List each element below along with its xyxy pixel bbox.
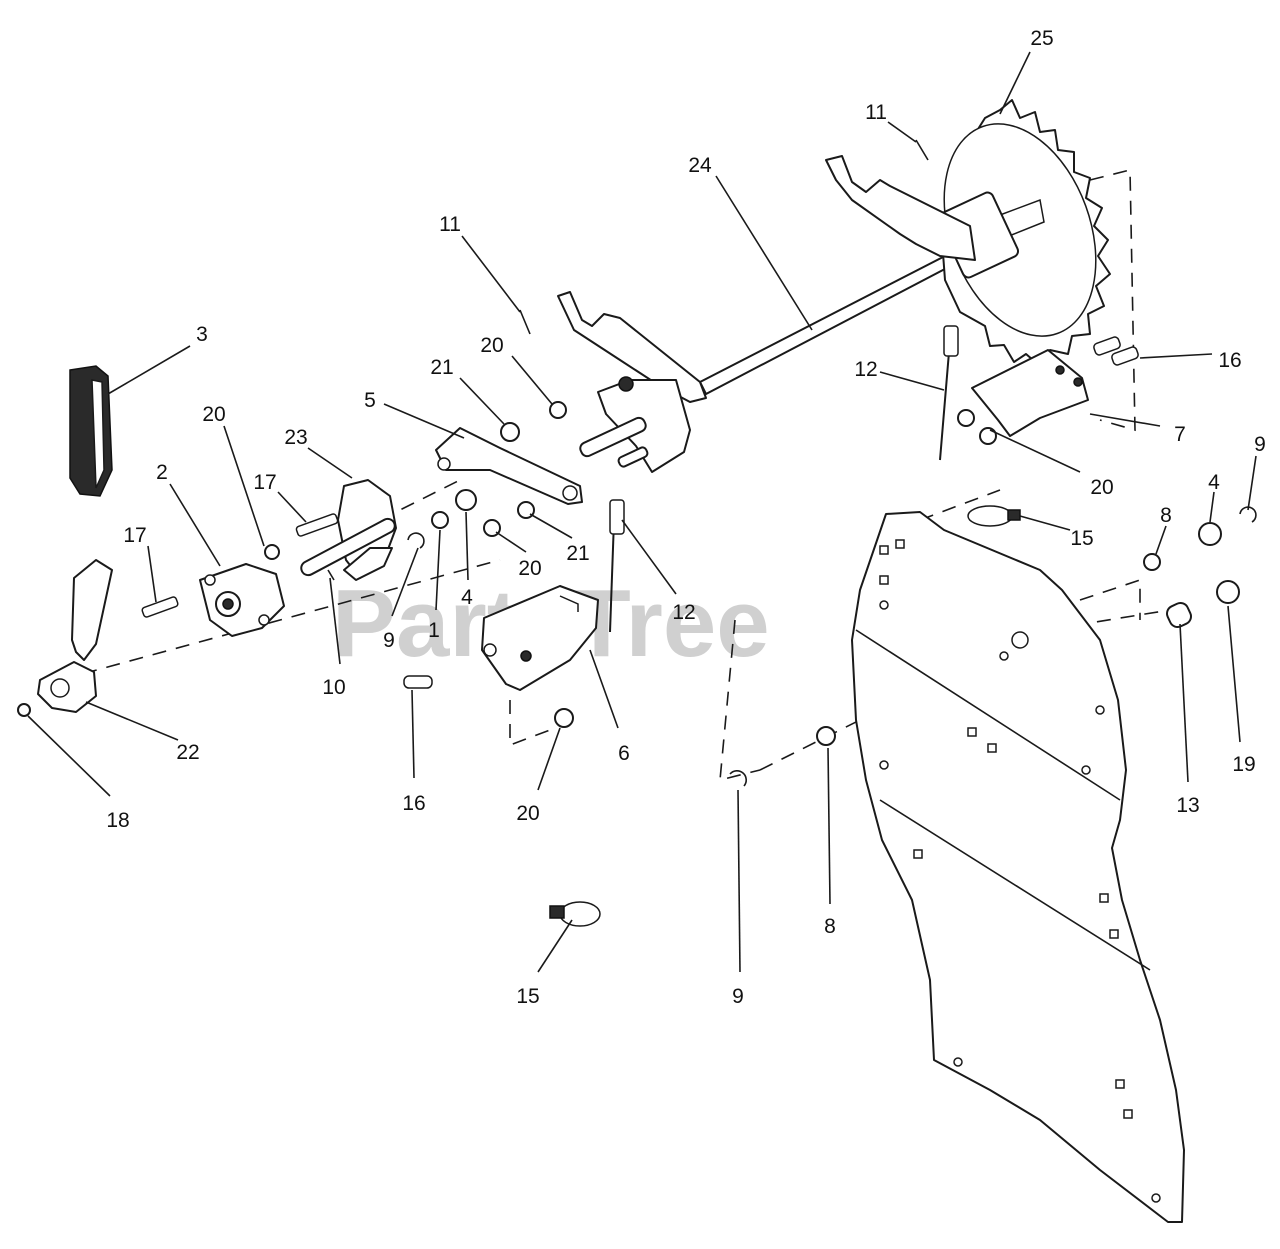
callout-c20e: 20 <box>516 802 539 825</box>
grip-part-3 <box>69 365 113 497</box>
side-panel <box>851 511 1185 1223</box>
callout-c18: 18 <box>106 809 129 832</box>
callout-c15a: 15 <box>1070 527 1093 550</box>
bracket-right <box>825 155 976 261</box>
callout-c20b: 20 <box>202 403 225 426</box>
callout-c12b: 12 <box>672 601 695 624</box>
callout-c21b: 21 <box>566 542 589 565</box>
callout-c19: 19 <box>1232 753 1255 776</box>
callout-c7: 7 <box>1174 423 1186 446</box>
callout-c21a: 21 <box>430 356 453 379</box>
plate-part-7 <box>971 349 1089 437</box>
plate-center <box>579 376 691 473</box>
cables-part-12 <box>609 325 959 633</box>
bracket-part-6 <box>481 585 599 691</box>
callout-c9c: 9 <box>732 985 744 1008</box>
bearing-flange-part-2 <box>199 563 285 637</box>
callout-c9a: 9 <box>1254 433 1266 456</box>
callout-c24: 24 <box>688 154 712 177</box>
callout-c16b: 16 <box>402 792 425 815</box>
callout-c8a: 8 <box>1160 504 1172 527</box>
callout-c8b: 8 <box>824 915 836 938</box>
leader-lines <box>27 51 1257 973</box>
callout-c10: 10 <box>322 676 345 699</box>
hardware <box>17 139 1257 927</box>
callout-c13: 13 <box>1176 794 1199 817</box>
callout-c2: 2 <box>156 461 168 484</box>
bracket-center <box>557 291 707 403</box>
callout-c3: 3 <box>196 323 208 346</box>
linkage-part-5 <box>435 427 583 505</box>
callout-c17b: 17 <box>123 524 146 547</box>
callout-c12a: 12 <box>854 358 877 381</box>
callout-c25: 25 <box>1030 27 1053 50</box>
callout-c6: 6 <box>618 742 630 765</box>
shaft-part-24 <box>698 236 987 396</box>
callout-c20c: 20 <box>1090 476 1113 499</box>
callout-c15b: 15 <box>516 985 539 1008</box>
callout-c4b: 4 <box>461 586 473 609</box>
callout-c4a: 4 <box>1208 471 1220 494</box>
callout-c17a: 17 <box>253 471 276 494</box>
callout-c5: 5 <box>364 389 376 412</box>
callout-c11a: 11 <box>865 101 887 124</box>
callout-c20d: 20 <box>518 557 541 580</box>
callout-c9b: 9 <box>383 629 395 652</box>
callout-c22: 22 <box>176 741 199 764</box>
callout-c23: 23 <box>284 426 307 449</box>
control-lever-part-22 <box>37 559 113 713</box>
callout-c16a: 16 <box>1218 349 1241 372</box>
callout-c20a: 20 <box>480 334 503 357</box>
control-plate-part-23 <box>300 479 397 581</box>
callout-c1: 1 <box>428 619 440 642</box>
callout-c11b: 11 <box>439 213 461 236</box>
